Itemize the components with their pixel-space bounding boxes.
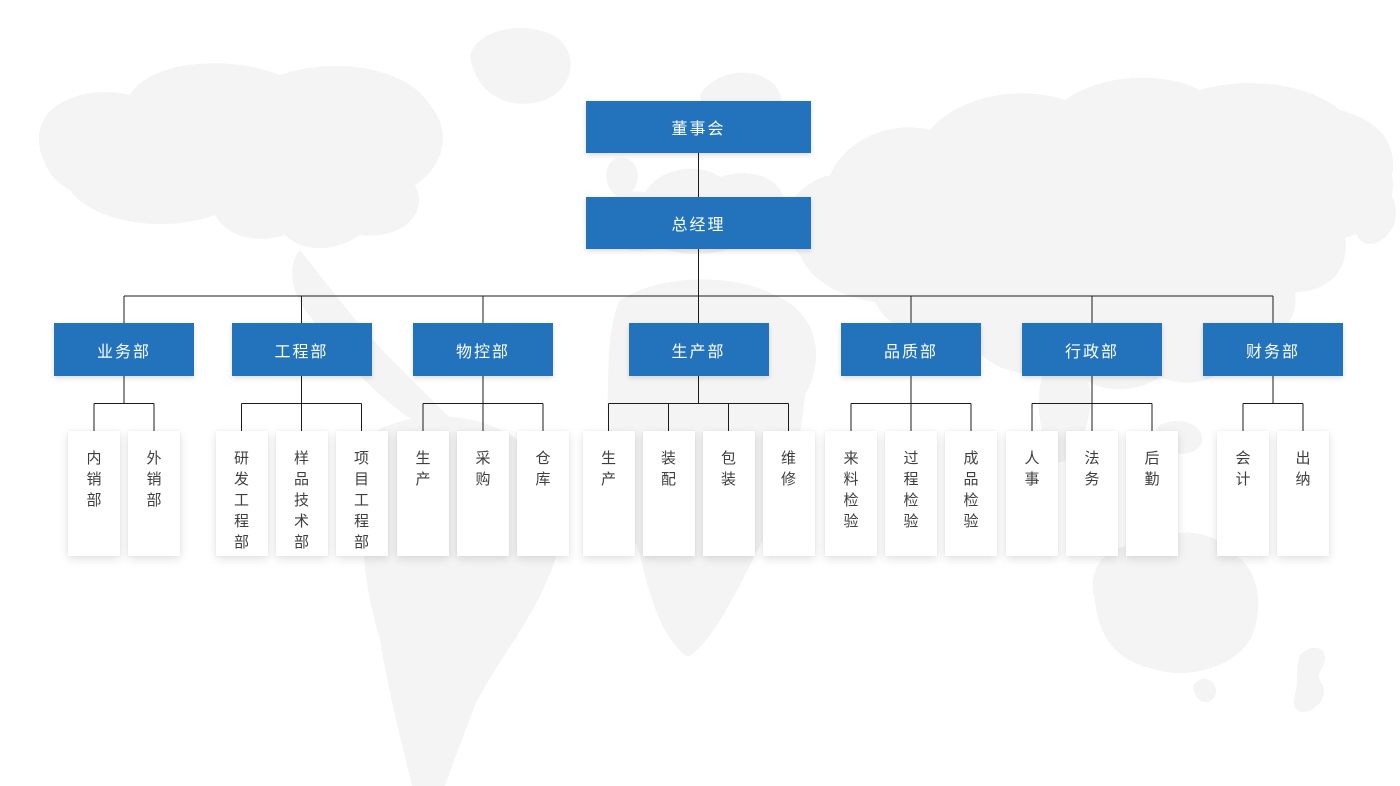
org-leaf-node: 外销部 bbox=[128, 431, 180, 556]
org-leaf-label: 后勤 bbox=[1144, 450, 1160, 488]
org-dept-label: 生产部 bbox=[671, 343, 726, 361]
org-leaf-label: 装配 bbox=[660, 450, 676, 488]
org-leaf-label: 人事 bbox=[1024, 450, 1040, 488]
org-leaf-node: 包装 bbox=[702, 431, 755, 556]
org-leaf-node: 过程检验 bbox=[885, 431, 937, 556]
org-leaf-label: 生产 bbox=[415, 450, 431, 488]
org-leaf-label: 内销部 bbox=[86, 450, 102, 509]
org-dept-node-4: 生产部 bbox=[628, 323, 769, 376]
org-leaf-node: 人事 bbox=[1006, 431, 1058, 556]
org-leaf-label: 包装 bbox=[720, 450, 736, 488]
org-leaf-node: 来料检验 bbox=[825, 431, 877, 556]
org-leaf-node: 生产 bbox=[582, 431, 635, 556]
org-leaf-label: 出纳 bbox=[1295, 450, 1311, 488]
org-leaf-label: 研发工程部 bbox=[233, 450, 249, 551]
org-dept-node-2: 工程部 bbox=[231, 323, 372, 376]
org-leaf-label: 仓库 bbox=[535, 450, 551, 488]
org-dept-node-1: 业务部 bbox=[54, 323, 194, 376]
org-leaf-label: 生产 bbox=[600, 450, 616, 488]
org-dept-label: 行政部 bbox=[1064, 343, 1119, 361]
org-node-board-of-directors: 董事会 bbox=[586, 101, 811, 153]
org-leaf-node: 出纳 bbox=[1277, 431, 1329, 556]
org-leaf-node: 法务 bbox=[1066, 431, 1118, 556]
org-leaf-label: 维修 bbox=[780, 450, 796, 488]
org-leaf-label: 过程检验 bbox=[903, 450, 919, 530]
org-leaf-node: 装配 bbox=[642, 431, 695, 556]
org-leaf-node: 采购 bbox=[457, 431, 509, 556]
org-node-general-manager: 总经理 bbox=[586, 197, 811, 249]
org-leaf-label: 项目工程部 bbox=[353, 450, 369, 551]
org-leaf-node: 会计 bbox=[1217, 431, 1269, 556]
org-leaf-label: 法务 bbox=[1084, 450, 1100, 488]
org-leaf-label: 外销部 bbox=[146, 450, 162, 509]
org-dept-label: 物控部 bbox=[455, 343, 510, 361]
org-dept-label: 品质部 bbox=[883, 343, 938, 361]
org-leaf-node: 后勤 bbox=[1126, 431, 1178, 556]
org-dept-node-6: 行政部 bbox=[1022, 323, 1162, 376]
org-leaf-label: 来料检验 bbox=[843, 450, 859, 530]
org-leaf-label: 样品技术部 bbox=[293, 450, 309, 551]
org-dept-node-3: 物控部 bbox=[413, 323, 553, 376]
org-leaf-node: 维修 bbox=[762, 431, 815, 556]
org-leaf-node: 研发工程部 bbox=[215, 431, 268, 556]
org-leaf-node: 生产 bbox=[397, 431, 449, 556]
org-leaf-node: 成品检验 bbox=[945, 431, 997, 556]
org-dept-label: 工程部 bbox=[274, 343, 329, 361]
org-dept-node-5: 品质部 bbox=[841, 323, 981, 376]
org-leaf-label: 会计 bbox=[1235, 450, 1251, 488]
org-leaf-label: 采购 bbox=[475, 450, 491, 488]
org-dept-label: 财务部 bbox=[1245, 343, 1300, 361]
org-leaf-node: 样品技术部 bbox=[275, 431, 328, 556]
org-dept-node-7: 财务部 bbox=[1203, 323, 1343, 376]
org-dept-label: 业务部 bbox=[96, 343, 151, 361]
org-leaf-node: 内销部 bbox=[68, 431, 120, 556]
org-leaf-node: 仓库 bbox=[517, 431, 569, 556]
org-leaf-node: 项目工程部 bbox=[335, 431, 388, 556]
org-leaf-label: 成品检验 bbox=[963, 450, 979, 530]
